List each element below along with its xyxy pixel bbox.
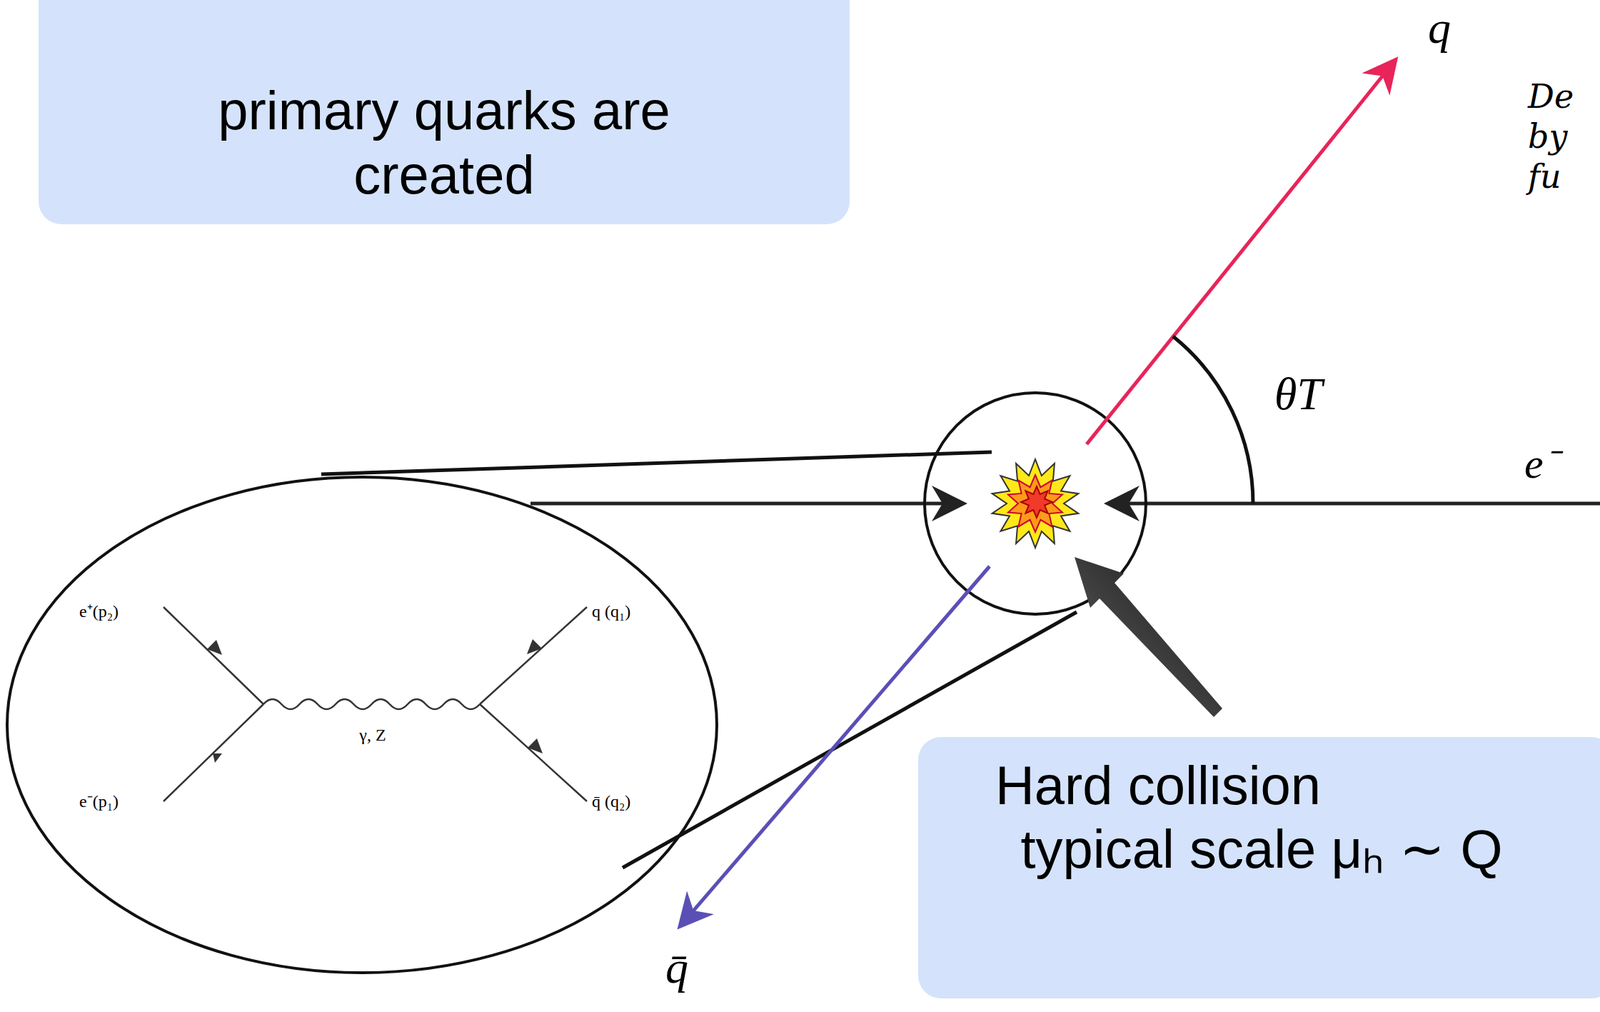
box-heading: Hard collision (995, 753, 1321, 818)
zoom-line (321, 451, 992, 475)
quark-line (1086, 62, 1394, 445)
beam-line (530, 501, 961, 506)
ellipse-outline (4, 474, 719, 975)
note-fragment: De (1527, 77, 1574, 116)
particle-label: e⁻(p₁) (79, 791, 119, 812)
explosion-star (992, 459, 1079, 548)
ellipse-outline (7, 476, 717, 973)
explosion-part (1020, 486, 1053, 518)
info-box: primary quarks are created (38, 0, 850, 225)
quark-label: q (1427, 1, 1451, 55)
explosion-part (992, 459, 1079, 548)
info-box: Hard collisiontypical scale μₕ ∼ Q (918, 736, 1600, 999)
note-fragment: fu (1527, 157, 1562, 196)
beam-line (1110, 501, 1600, 506)
angle-arc (1173, 336, 1254, 504)
zoom-ellipse: e⁺(p₂) q (q₁) γ, Z e⁻(p₁) q̄ (q₂) (4, 474, 719, 975)
note-fragment: by (1527, 117, 1568, 156)
pointer-arrow (1074, 556, 1223, 717)
particle-label: q̄ (q₂) (591, 791, 631, 812)
explosion-part (1008, 474, 1063, 532)
box-body: typical scale μₕ ∼ Q (1020, 816, 1503, 882)
box-heading: primary quarks are created (151, 78, 737, 208)
particle-label: e⁺(p₂) (79, 601, 119, 622)
feynman-diagram (163, 606, 587, 802)
fermion-arrows (207, 639, 543, 763)
angle-label: θT (1274, 367, 1323, 421)
beam-label: e⁻ (1524, 439, 1558, 489)
boson-label: γ, Z (359, 724, 386, 745)
antiquark-label: q̄ (665, 941, 689, 994)
particle-label: q (q₁) (591, 601, 631, 622)
